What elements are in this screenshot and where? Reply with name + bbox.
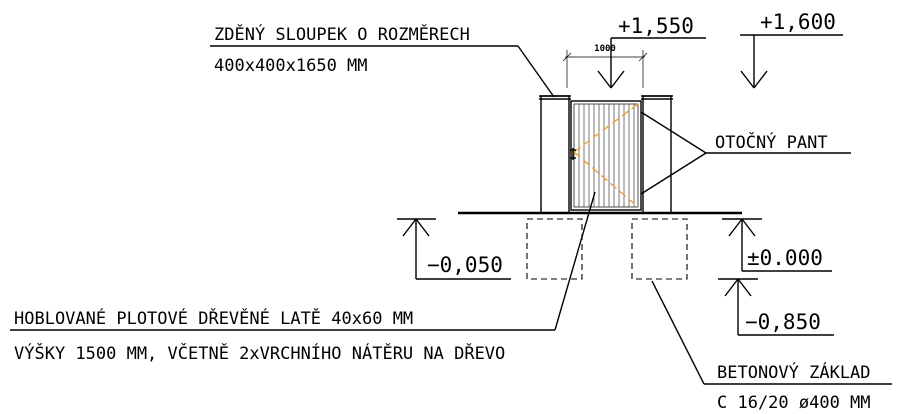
gate-diagonal-bottom <box>573 151 639 208</box>
foundation-label-line1: BETONOVÝ ZÁKLAD <box>717 361 871 383</box>
level-marker-foundation: −0,850 <box>718 278 834 336</box>
column-right <box>641 95 673 214</box>
level-column-top-label: +1,600 <box>760 10 836 34</box>
column-callout: ZDĚNÝ SLOUPEK O ROZMĚRECH 400x400x1650 M… <box>210 23 555 98</box>
level-foundation-label: −0,850 <box>745 310 821 334</box>
hinge-callout: OTOČNÝ PANT <box>640 111 851 195</box>
column-left <box>539 95 571 214</box>
foundation-label-line2: C 16/20 ø400 MM <box>717 393 871 413</box>
foundation-right <box>631 218 688 280</box>
hinge-label: OTOČNÝ PANT <box>715 131 828 153</box>
column-label-line1: ZDĚNÝ SLOUPEK O ROZMĚRECH <box>214 23 470 45</box>
gate-width-dimension: 1000 <box>562 44 648 88</box>
gate-diagonal-top <box>573 103 639 153</box>
level-ground-left-label: −0,050 <box>427 253 503 277</box>
level-marker-gate-top: +1,550 <box>597 14 706 89</box>
level-zero-label: ±0.000 <box>747 246 823 270</box>
gate-leaf <box>570 100 642 211</box>
boards-label-line2: VÝŠKY 1500 MM, VČETNĚ 2xVRCHNÍHO NÁTĚRU … <box>14 342 505 364</box>
gate-width-label: 1000 <box>594 44 616 54</box>
level-gate-top-label: +1,550 <box>618 14 694 38</box>
foundation-left <box>526 218 583 280</box>
gate-boards <box>578 104 635 207</box>
foundation-callout: BETONOVÝ ZÁKLAD C 16/20 ø400 MM <box>651 280 892 413</box>
column-label-line2: 400x400x1650 MM <box>214 56 368 76</box>
level-marker-zero: ±0.000 <box>722 218 832 272</box>
level-marker-ground-left: −0,050 <box>397 218 511 280</box>
level-marker-column-top: +1,600 <box>740 10 843 89</box>
boards-label-line1: HOBLOVANÉ PLOTOVÉ DŘEVĚNÉ LATĚ 40x60 MM <box>14 307 413 329</box>
boards-callout: HOBLOVANÉ PLOTOVÉ DŘEVĚNÉ LATĚ 40x60 MM … <box>10 191 596 364</box>
